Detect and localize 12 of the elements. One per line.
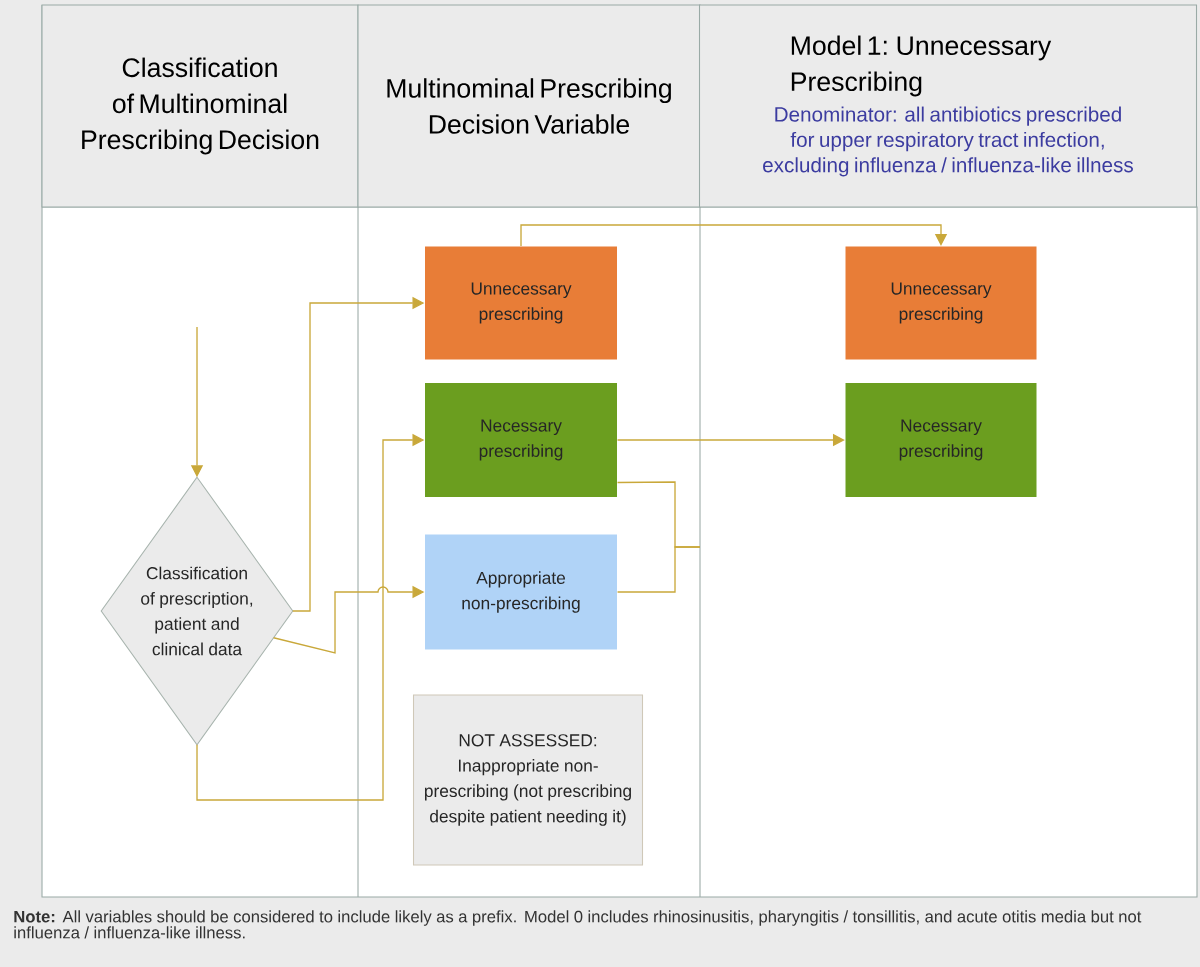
note-text: Note: All variables should be considered to include likely as a prefix. Model 0 includes rhinosinusitis, pharyngitis / tonsillitis, and acute otitis media but not influenza / influenza-like illness. <box>14 910 1142 939</box>
header-cell: Model 1: Unnecessary Prescribing Denominator: all antibiotics prescribed for upper respiratory tract infection, excluding influenza / influenza-like illness <box>698 4 1198 208</box>
process-box: Necessary prescribing <box>845 383 1037 497</box>
process-box: Appropriate non-prescribing <box>425 534 617 650</box>
connector-line <box>616 546 701 593</box>
note-box: NOT ASSESSED: Inappropriate non-prescribing (not prescribing despite patient needing it) <box>412 694 644 866</box>
header-cell: Classification of Multinominal Prescribing Decision <box>41 4 359 208</box>
process-box: Necessary prescribing <box>425 383 617 497</box>
header-cell: Multinominal Prescribing Decision Variable <box>357 4 701 208</box>
arrow <box>520 224 948 247</box>
process-box: Unnecessary prescribing <box>845 246 1037 360</box>
process-box: Unnecessary prescribing <box>425 246 617 360</box>
